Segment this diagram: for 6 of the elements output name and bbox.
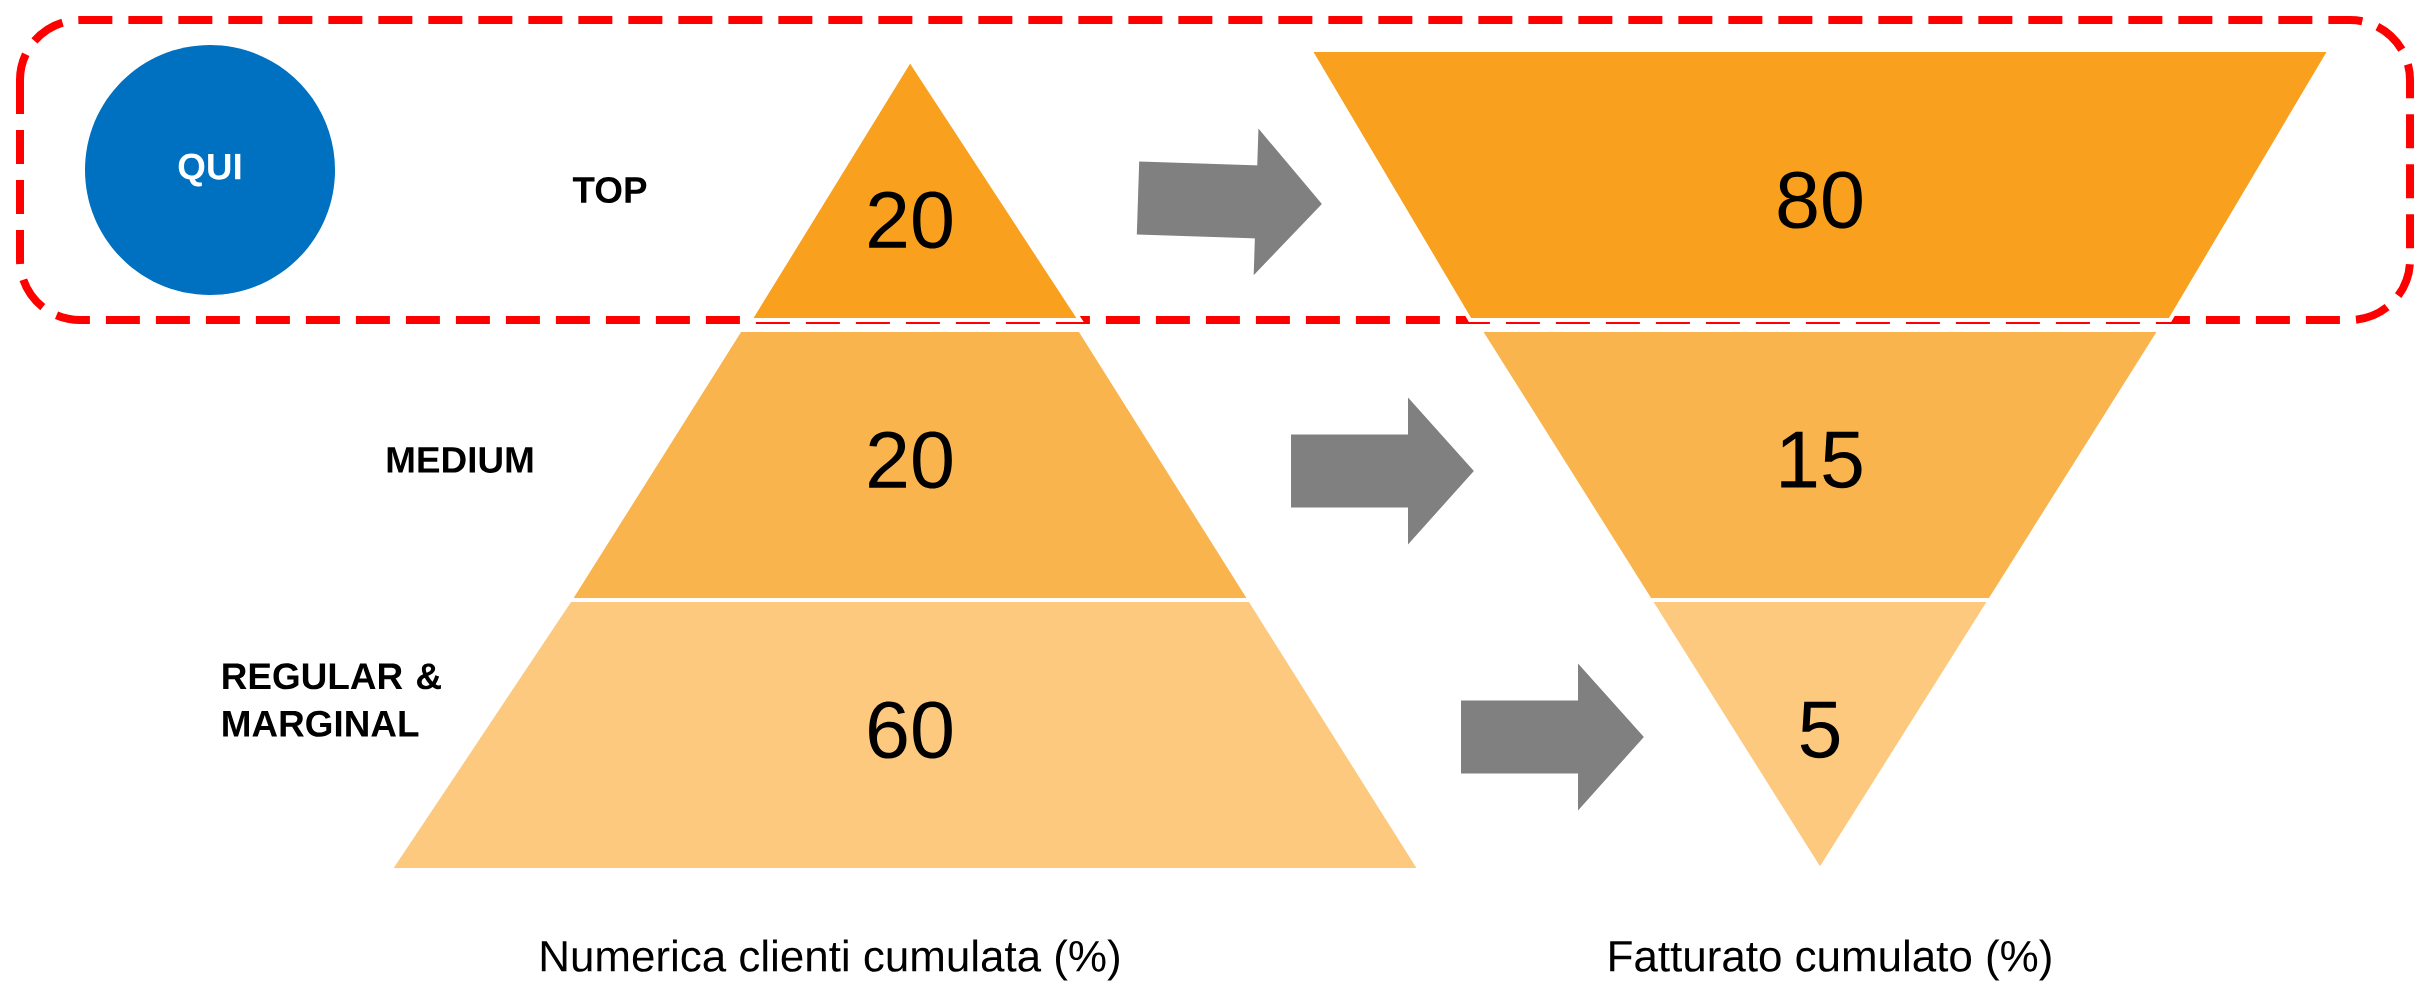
circle-badge: QUI <box>85 45 335 295</box>
level-label: TOP <box>572 176 647 204</box>
axis-caption: Numerica clienti cumulata (%) <box>541 939 1119 981</box>
level-label: MEDIUM <box>387 447 533 473</box>
axis-caption: Fatturato cumulato (%) <box>1610 939 2051 981</box>
level-label: REGULAR & MARGINAL <box>223 663 441 737</box>
